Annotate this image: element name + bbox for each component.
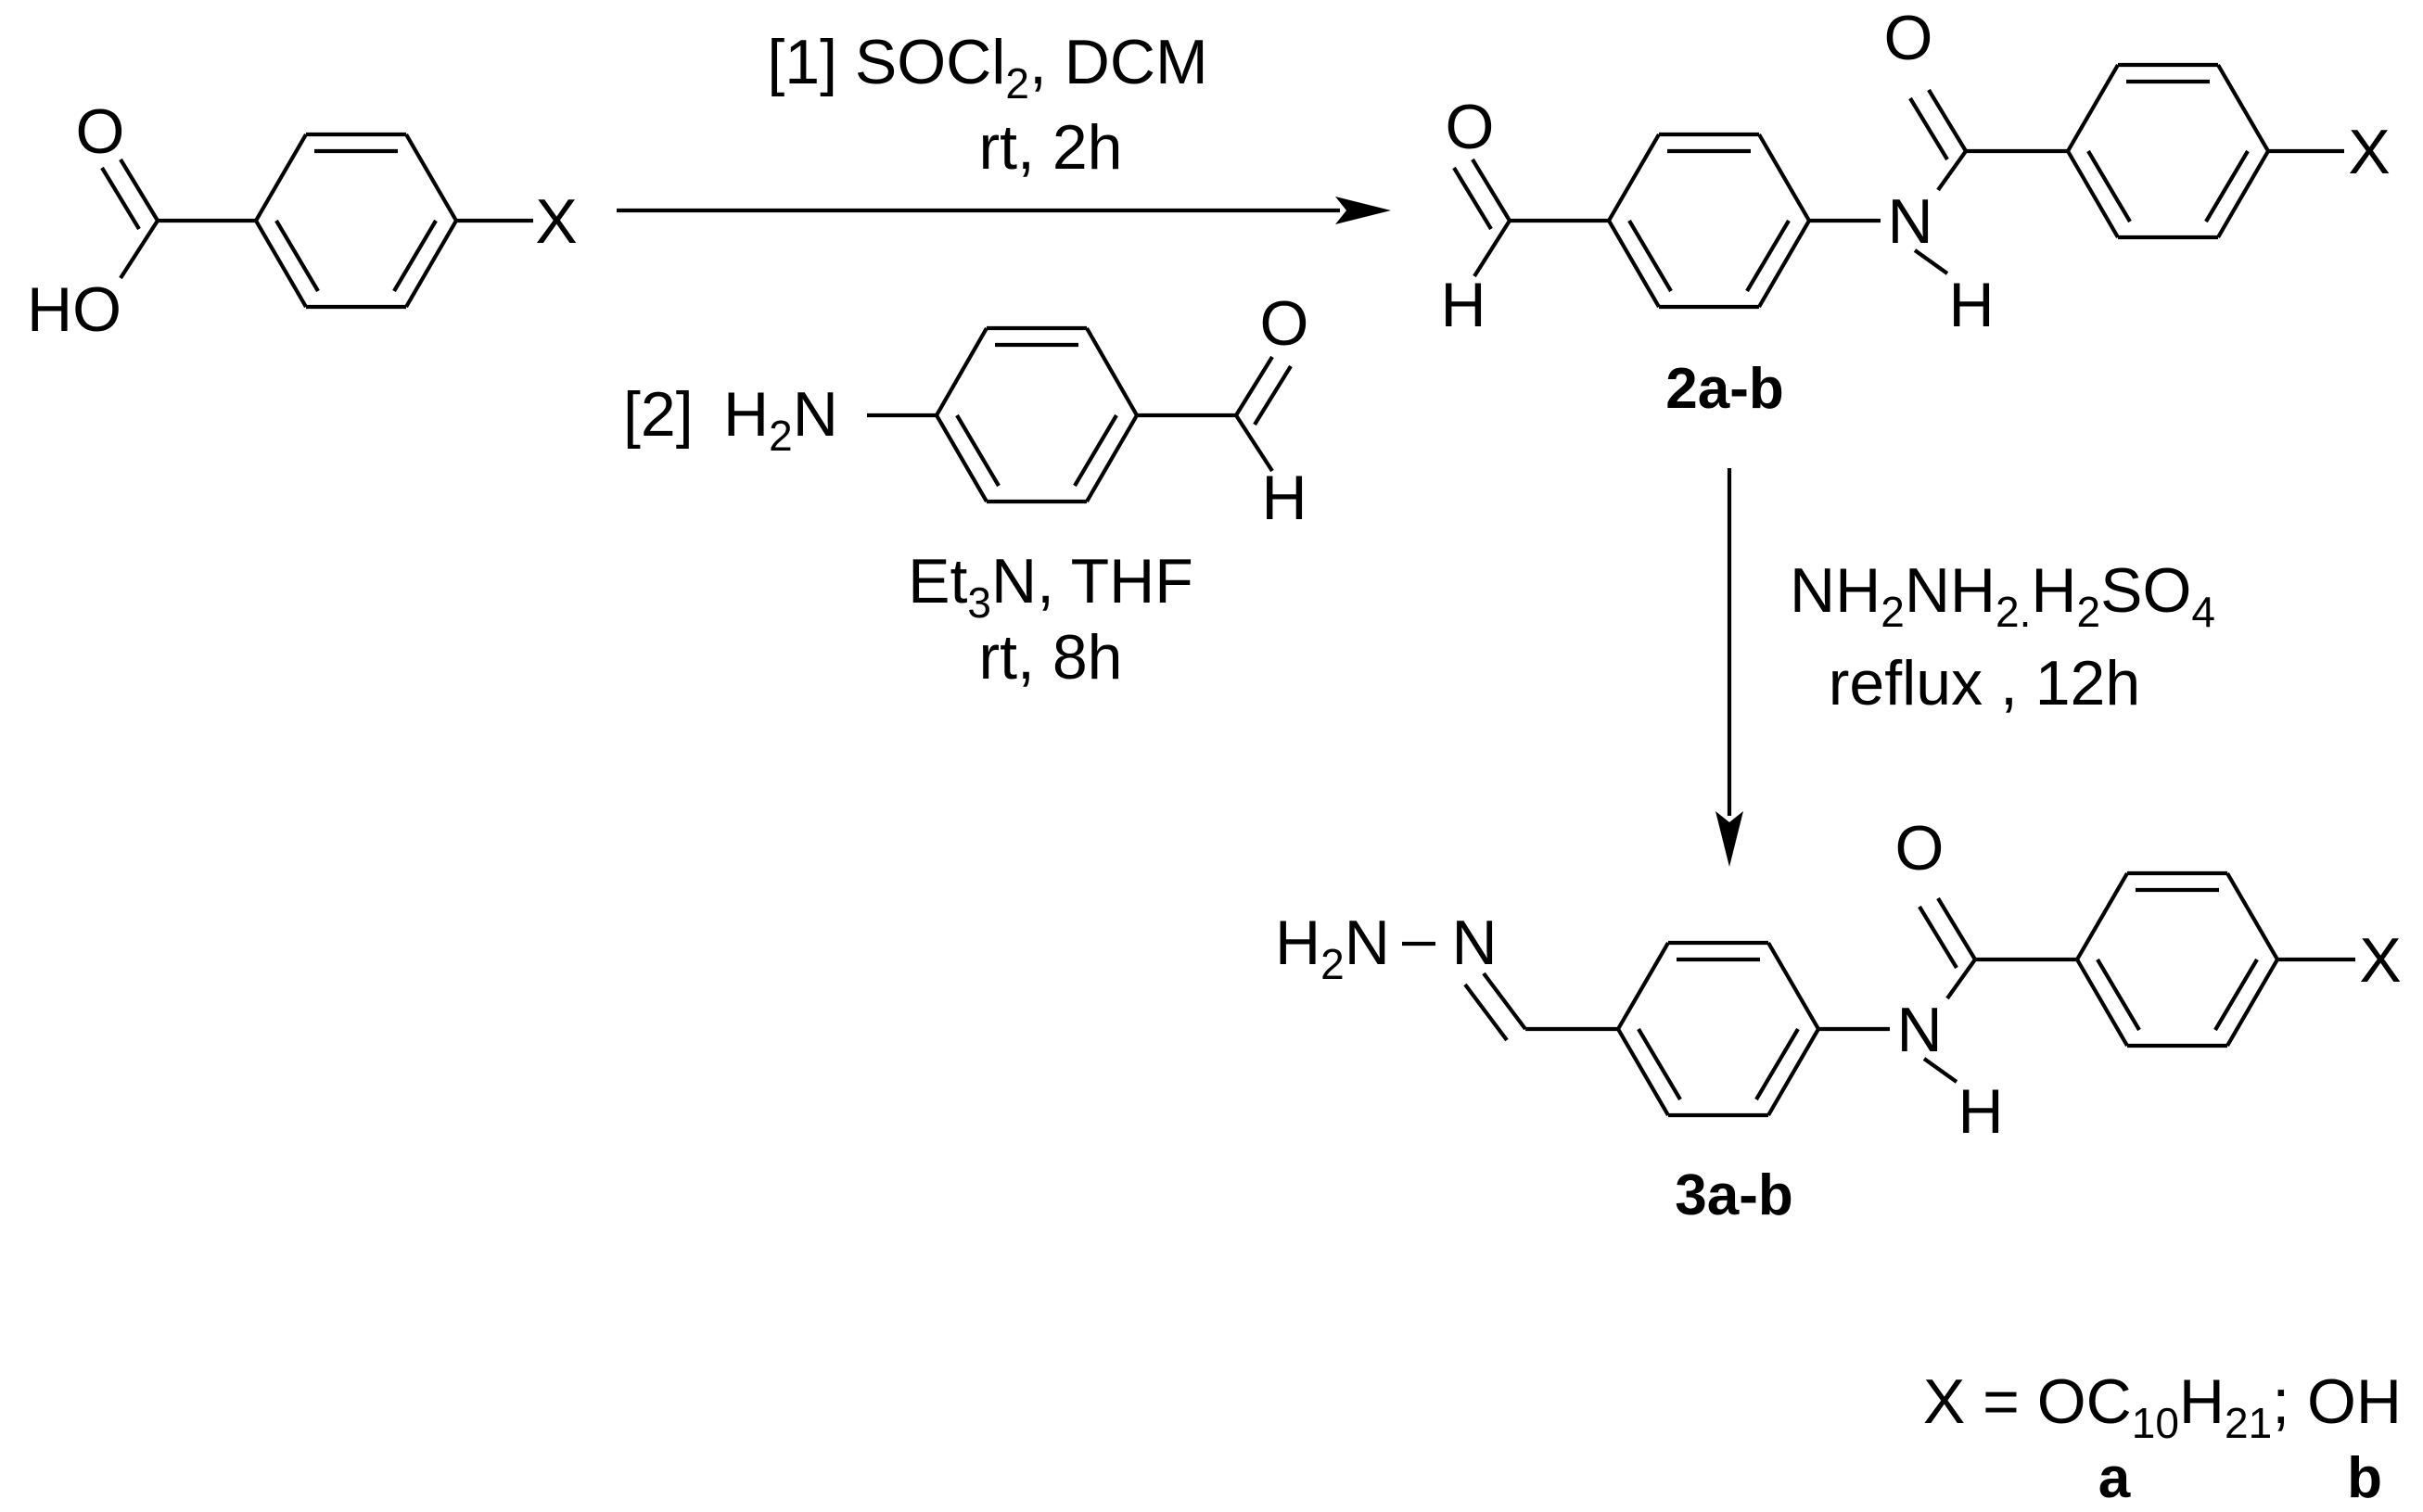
legend-label-b: b (2347, 1446, 2382, 1510)
conditions-1-label: rt, 2h (979, 112, 1123, 183)
benzene-ring (2066, 62, 2270, 240)
hydrazine-sulfate-label: NH2NH2.H2SO4 (1790, 555, 2215, 636)
reaction-arrow-2 (1715, 468, 1743, 867)
benzene-ring (935, 325, 1139, 504)
oxygen-atom: O (1446, 92, 1495, 162)
aldehyde-double-bond-inner (1253, 364, 1293, 426)
compound-label-3ab: 3a-b (1675, 1163, 1792, 1227)
aminobenzaldehyde: O H (867, 288, 1308, 533)
hydroxyl-bond (119, 219, 159, 280)
x-substituent: X (2359, 925, 2401, 996)
conditions-2-label: rt, 8h (979, 622, 1123, 692)
compound-label-2ab: 2a-b (1665, 357, 1783, 421)
intermediate-2ab: O H N H O (1440, 3, 2390, 340)
base-label: Et3N, THF (908, 546, 1193, 627)
conditions-3-label: reflux , 12h (1829, 648, 2140, 718)
oxygen-atom: O (1895, 813, 1945, 883)
amide-hydrogen: H (1958, 1076, 2003, 1147)
nh-bond (1913, 248, 1949, 275)
x-substituent: X (535, 186, 577, 257)
reagent-2-prefix: [2] (623, 379, 694, 450)
imine-nitrogen: N (1451, 908, 1497, 978)
amide-nitrogen: N (1896, 995, 1942, 1065)
hydroxyl-group: HO (27, 274, 121, 345)
amide-nitrogen: N (1887, 186, 1932, 257)
amide-carbonyl-double-bond (1936, 896, 1977, 961)
substituent-legend: X = OC10H21; OH (1923, 1366, 2402, 1447)
hydrogen-atom: H (1261, 463, 1307, 533)
amide-hydrogen: H (1948, 270, 1994, 340)
amine-group: H2N (723, 379, 838, 460)
imine-double-bond (1482, 972, 1527, 1031)
benzene-ring (1616, 940, 1820, 1118)
carbonyl-double-bond-inner (100, 166, 141, 231)
x-substituent: X (2348, 117, 2390, 187)
nh-bond (1922, 1057, 1958, 1084)
benzene-ring (1607, 132, 1811, 310)
aldehyde-double-bond (1471, 158, 1511, 222)
amide-carbonyl-double-bond-inner (1908, 96, 1949, 161)
carbonyl-double-bond (119, 158, 159, 222)
starting-benzoic-acid: O HO X (27, 96, 578, 345)
aldehyde-double-bond (1234, 355, 1274, 417)
benzene-ring (254, 132, 458, 310)
oxygen-atom: O (76, 96, 125, 167)
nh-to-carbonyl-bond (1945, 958, 1977, 1000)
oxygen-atom: O (1884, 3, 1933, 73)
reagent-1-label: [1] SOCl2, DCM (767, 27, 1207, 108)
aldehyde-h-bond (1473, 219, 1511, 278)
nh-to-carbonyl-bond (1936, 149, 1968, 192)
amide-carbonyl-double-bond (1927, 88, 1968, 153)
hydrogen-atom: H (1440, 270, 1486, 340)
imine-double-bond-inner (1463, 983, 1509, 1042)
product-3ab: H2N N N H O (1275, 813, 2402, 1147)
aldehyde-h-bond (1234, 413, 1274, 473)
oxygen-atom: O (1260, 288, 1309, 359)
hydrazine-amine-group: H2N (1275, 908, 1390, 988)
legend-label-a: a (2098, 1446, 2131, 1510)
amide-carbonyl-double-bond-inner (1918, 905, 1958, 970)
aldehyde-double-bond-inner (1452, 166, 1493, 231)
benzene-ring (2075, 870, 2279, 1048)
reaction-arrow-1 (617, 197, 1391, 224)
